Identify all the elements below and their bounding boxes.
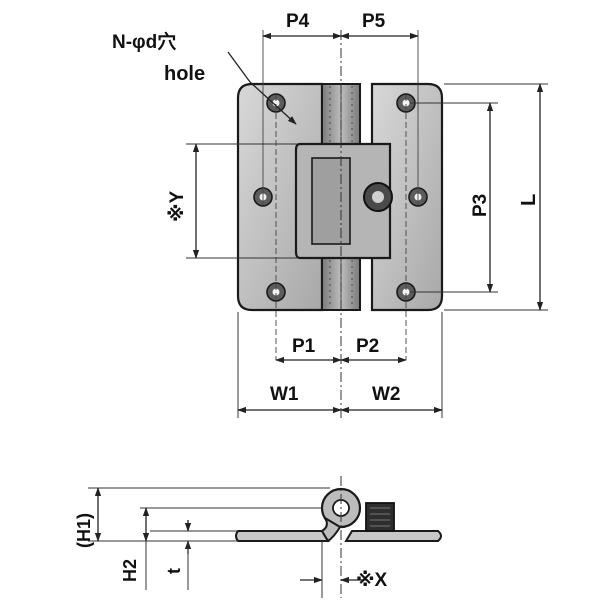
dimension-p1-p2: P1 P2 [275,336,407,364]
mounting-hole-left-bottom [266,282,286,302]
side-right-leaf [344,530,442,542]
mounting-hole-left-top [266,93,286,113]
dimension-y: ※Y [167,143,298,259]
hole-callout: N-φd穴 hole [112,30,297,125]
label-p5: P5 [362,11,386,32]
side-stopper-block [365,502,395,532]
dimension-l: L [444,83,548,311]
label-y: ※Y [167,191,188,222]
label-x: ※X [356,570,387,591]
stopper-pin [363,182,393,212]
label-h1: (H1) [74,513,94,548]
label-t: t [164,568,184,574]
label-w1: W1 [270,384,299,405]
label-p1: P1 [292,336,316,357]
side-left-leaf [235,530,330,542]
dimension-p3: P3 [410,102,498,293]
label-l: L [518,194,540,206]
stopper-slot [311,157,351,245]
side-view [235,476,442,598]
dimension-h1-h2-t: (H1) H2 t [74,487,330,590]
dimension-x: ※X [300,570,387,591]
label-p4: P4 [286,11,310,32]
dimension-w1-w2: W1 W2 [237,312,443,418]
hole-callout-line1: N-φd穴 [112,30,176,53]
label-p2: P2 [356,336,379,357]
label-w2: W2 [372,384,401,405]
dimension-p4-p5: P4 P5 [262,11,419,40]
label-p3: P3 [470,194,491,217]
top-view [236,30,444,420]
label-h2: H2 [120,559,140,582]
hole-callout-line2: hole [164,63,205,85]
